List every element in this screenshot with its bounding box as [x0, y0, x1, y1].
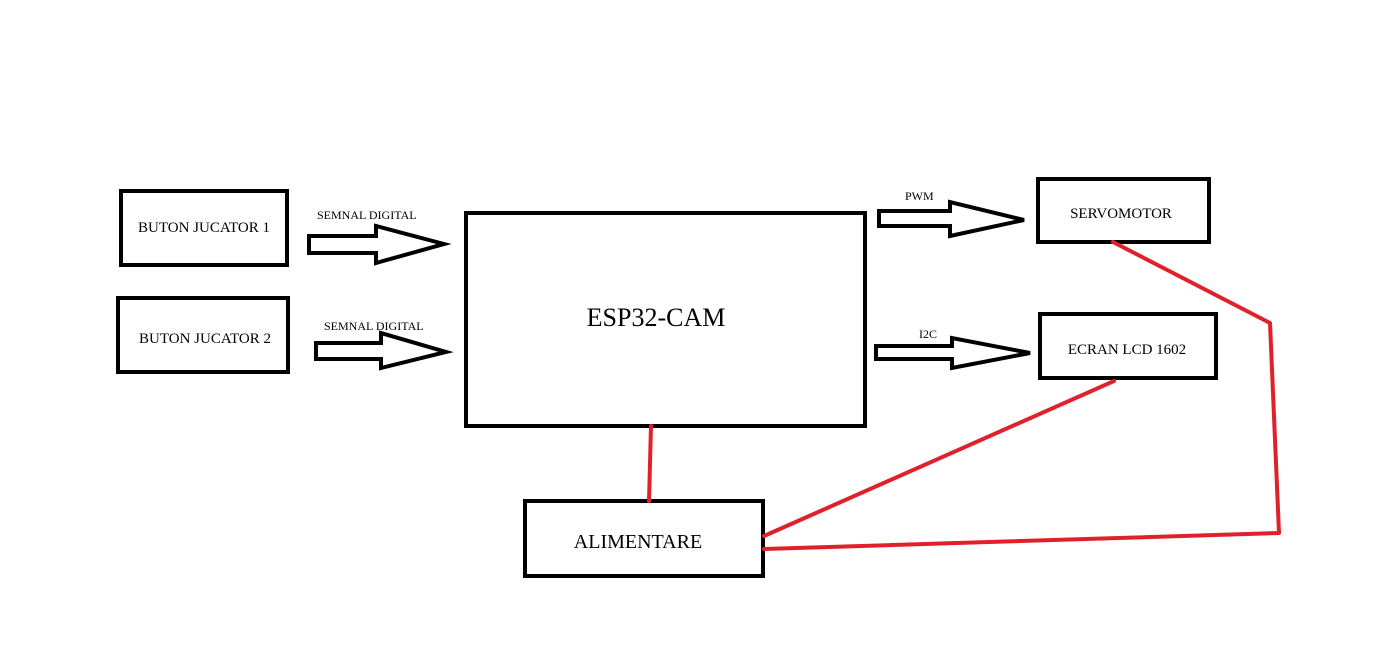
block-buton-jucator-2: BUTON JUCATOR 2 — [116, 296, 290, 374]
arrow-esp32-to-servomotor — [877, 199, 1025, 239]
arrow-button2-to-esp32 — [314, 330, 454, 371]
arrow-esp32-to-lcd — [874, 335, 1031, 371]
block-esp32-cam-frame — [464, 211, 867, 428]
block-ecran-lcd-1602: ECRAN LCD 1602 — [1038, 312, 1218, 380]
block-buton-jucator-2-frame — [116, 296, 290, 374]
block-servomotor: SERVOMOTOR — [1036, 177, 1211, 244]
power-line-to-lcd — [762, 379, 1116, 538]
block-ecran-lcd-1602-label: ECRAN LCD 1602 — [1068, 342, 1186, 358]
block-esp32-cam-label: ESP32-CAM — [587, 303, 726, 332]
block-esp32-cam: ESP32-CAM — [464, 211, 867, 428]
arrow-button1-to-esp32 — [307, 223, 452, 266]
block-buton-jucator-2-label: BUTON JUCATOR 2 — [139, 331, 271, 347]
block-alimentare: ALIMENTARE — [523, 499, 765, 578]
block-buton-jucator-1-frame — [119, 189, 289, 267]
power-line-to-esp32 — [647, 424, 653, 503]
block-buton-jucator-1-label: BUTON JUCATOR 1 — [138, 220, 270, 236]
label-pwm: PWM — [905, 189, 934, 203]
block-alimentare-frame — [523, 499, 765, 578]
power-line-to-servomotor — [762, 240, 1281, 551]
label-i2c: I2C — [919, 327, 937, 341]
label-semnal-digital-2: SEMNAL DIGITAL — [324, 319, 424, 333]
block-servomotor-label: SERVOMOTOR — [1070, 206, 1172, 222]
block-servomotor-frame — [1036, 177, 1211, 244]
label-semnal-digital-1: SEMNAL DIGITAL — [317, 208, 417, 222]
block-buton-jucator-1: BUTON JUCATOR 1 — [119, 189, 289, 267]
block-alimentare-label: ALIMENTARE — [574, 531, 702, 553]
block-ecran-lcd-1602-frame — [1038, 312, 1218, 380]
